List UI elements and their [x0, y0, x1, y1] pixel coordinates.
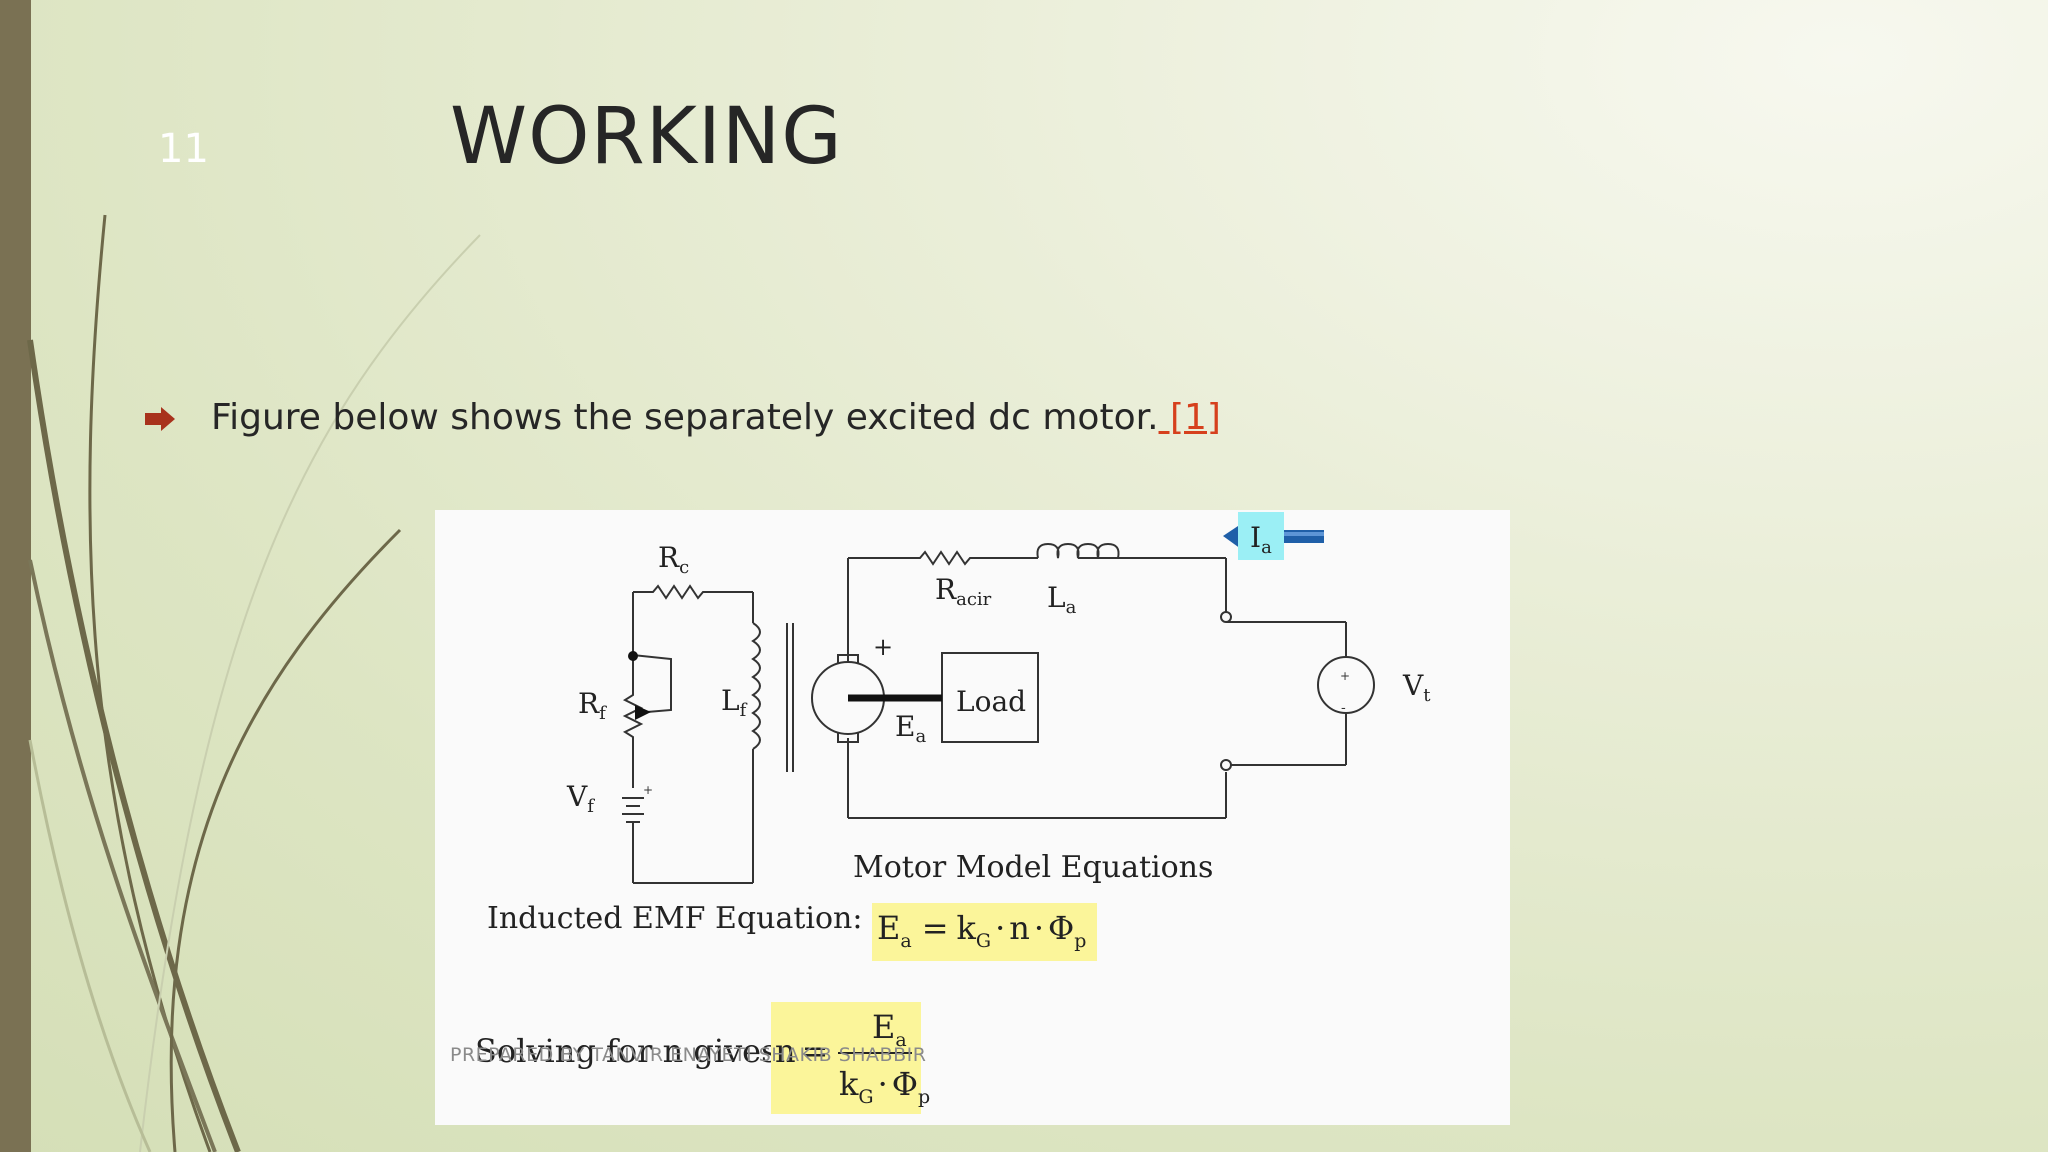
solve-equation-highlight — [771, 1002, 921, 1114]
svg-text:La: La — [1047, 581, 1077, 618]
footer-text: PREPARED BY TANVIR ENAYETI SHAKIB SHABBI… — [450, 1044, 927, 1066]
ia-highlight — [1238, 512, 1284, 560]
svg-text:Ia: Ia — [1250, 521, 1272, 558]
svg-text:+: + — [1340, 669, 1350, 683]
emf-equation: Ea=kG·n·Φp — [877, 909, 1086, 952]
slide-title: WORKING — [450, 92, 843, 182]
left-accent-bar — [0, 0, 31, 1152]
svg-text:Ea: Ea — [895, 710, 926, 747]
slide-number: 11 — [158, 126, 209, 172]
emf-label: Inducted EMF Equation: — [487, 901, 862, 936]
svg-text:Racir: Racir — [935, 573, 992, 610]
svg-text:Vf: Vf — [566, 780, 595, 817]
load-label: Load — [956, 685, 1026, 718]
bullet-sentence: Figure below shows the separately excite… — [211, 397, 1159, 438]
svg-text:Vt: Vt — [1402, 669, 1431, 706]
solve-label: Solving for n gives: — [475, 1032, 788, 1070]
svg-text:n=: n= — [775, 1032, 828, 1070]
reference-link[interactable]: [1] — [1158, 397, 1221, 438]
emf-equation-highlight — [872, 903, 1097, 961]
svg-text:+: + — [643, 783, 653, 797]
svg-text:kG·Φp: kG·Φp — [839, 1065, 930, 1108]
svg-text:-: - — [1341, 700, 1346, 716]
equations-heading: Motor Model Equations — [853, 850, 1213, 885]
svg-text:Ea: Ea — [872, 1008, 907, 1051]
svg-text:Rc: Rc — [658, 541, 689, 578]
motor-circuit-figure: + + - Rc Rf Lf Vf Racir La Ia Ea Vt Load… — [435, 510, 1510, 1125]
svg-text:Lf: Lf — [721, 684, 748, 721]
svg-text:Rf: Rf — [578, 687, 607, 724]
bullet-text: Figure below shows the separately excite… — [211, 397, 1221, 438]
arrow-bullet-icon — [145, 407, 175, 431]
svg-text:+: + — [873, 633, 893, 661]
